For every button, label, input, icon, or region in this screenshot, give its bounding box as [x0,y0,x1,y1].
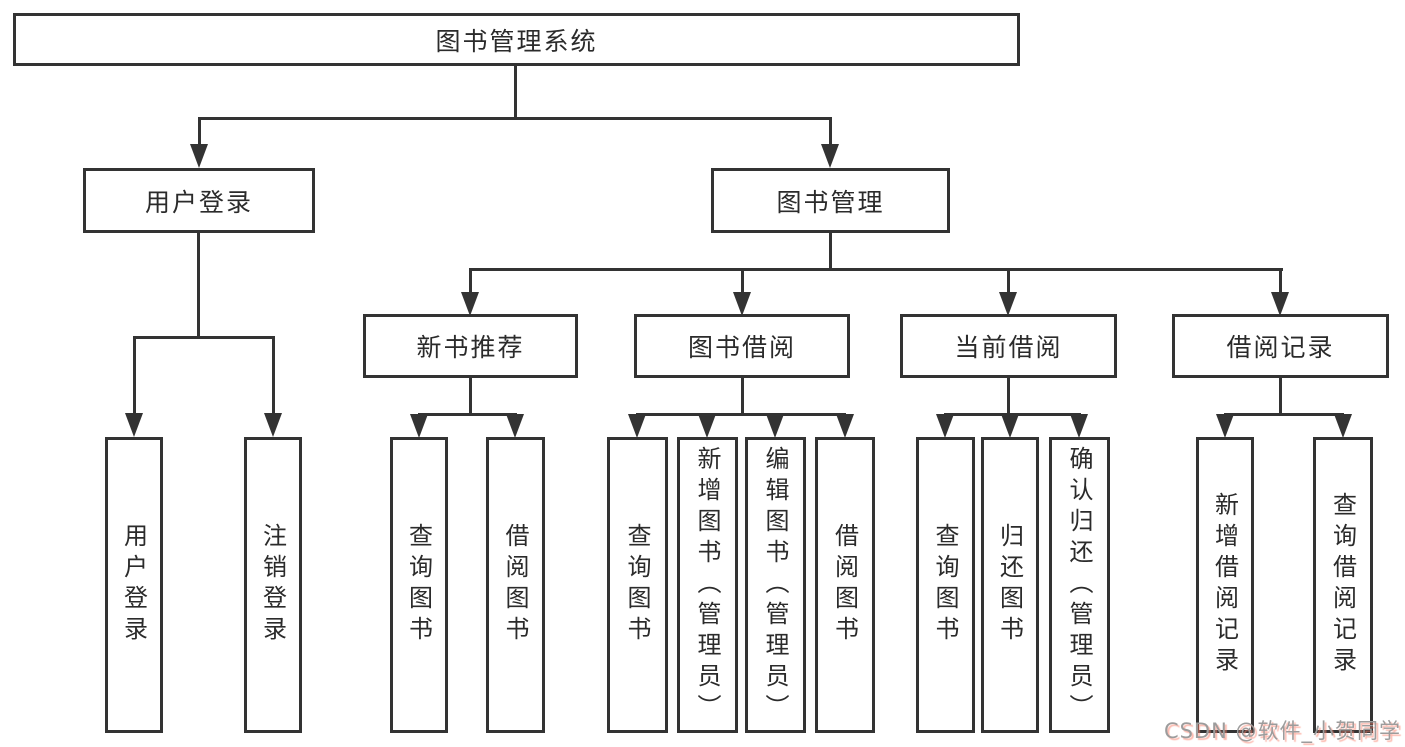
edge-current-drop [1007,376,1010,416]
leaf-bb-borrow-books: 借阅图书 [815,437,875,733]
node-borrow-records-label: 借阅记录 [1226,333,1335,362]
arrow-to-new-book [461,292,479,316]
node-current-borrow: 当前借阅 [900,314,1117,378]
leaf-nb-borrow-books-label: 借阅图书 [501,523,529,647]
leaf-rec-add-record-label: 新增借阅记录 [1210,492,1239,678]
arrow-bb-edit [766,414,784,438]
arrow-to-current [999,292,1017,316]
csdn-watermark: CSDN @软件_小贺同学 [1163,719,1401,743]
leaf-nb-borrow-books: 借阅图书 [486,437,545,733]
arrow-to-logout-leaf [264,413,282,437]
arrow-cb-confirm [1070,414,1088,438]
leaf-cb-query-books-label: 查询图书 [931,523,959,647]
leaf-bb-add-books-admin-label: 新增图书（管理员） [693,445,721,725]
edge-user-login-rail [133,336,275,339]
edge-records-drop [1279,376,1282,416]
edge-to-logout-leaf-stem [272,336,275,415]
leaf-cb-return-books: 归还图书 [981,437,1039,733]
leaf-bb-edit-books-admin: 编辑图书（管理员） [745,437,806,733]
node-borrow-records: 借阅记录 [1172,314,1389,378]
edge-book-borrow-rail [636,413,846,416]
arrow-rec-add [1216,414,1234,438]
leaf-bb-query-books: 查询图书 [607,437,668,733]
node-new-book-recommend-label: 新书推荐 [416,333,525,362]
node-book-management: 图书管理 [711,168,950,233]
node-book-management-label: 图书管理 [776,187,885,217]
leaf-rec-query-record-label: 查询借阅记录 [1328,492,1357,678]
leaf-bb-add-books-admin: 新增图书（管理员） [677,437,738,733]
edge-to-current-stem [1007,268,1010,294]
edge-to-login-leaf-stem [133,336,136,415]
edge-new-book-rail [418,413,517,416]
leaf-user-login-label: 用户登录 [119,523,148,647]
arrow-to-borrow [733,292,751,316]
arrow-to-login-leaf [125,413,143,437]
leaf-bb-query-books-label: 查询图书 [623,523,651,647]
node-book-borrow-label: 图书借阅 [687,333,796,362]
arrow-nb-query [410,414,428,438]
edge-level3-rail [469,268,1283,271]
leaf-nb-query-books-label: 查询图书 [404,523,433,647]
edge-book-borrow-drop [741,376,744,416]
arrow-nb-borrow [506,414,524,438]
edge-book-mgmt-drop [829,231,832,271]
edge-user-login-drop [197,231,200,339]
arrow-bb-add [698,414,716,438]
arrow-bb-borrow [836,414,854,438]
edge-to-user-login-stem [198,117,201,146]
node-root: 图书管理系统 [13,13,1020,66]
node-current-borrow-label: 当前借阅 [954,333,1063,362]
node-book-borrow: 图书借阅 [634,314,850,378]
arrow-cb-query [936,414,954,438]
node-root-label: 图书管理系统 [435,26,598,56]
leaf-cb-return-books-label: 归还图书 [995,523,1024,647]
leaf-nb-query-books: 查询图书 [390,437,448,733]
edge-to-records-stem [1279,268,1282,294]
leaf-bb-edit-books-admin-label: 编辑图书（管理员） [761,445,789,725]
node-user-login: 用户登录 [83,168,315,233]
edge-to-borrow-stem [741,268,744,294]
arrow-bb-query [628,414,646,438]
node-user-login-label: 用户登录 [144,187,253,217]
arrow-to-book-mgmt [821,144,839,168]
edge-to-book-mgmt-stem [829,117,832,146]
leaf-user-login: 用户登录 [105,437,163,733]
arrow-rec-query [1334,414,1352,438]
leaf-cb-query-books: 查询图书 [916,437,975,733]
leaf-logout-label: 注销登录 [258,523,287,647]
leaf-cb-confirm-return-admin-label: 确认归还（管理员） [1065,445,1093,725]
edge-records-rail [1224,413,1344,416]
leaf-logout: 注销登录 [244,437,302,733]
leaf-bb-borrow-books-label: 借阅图书 [830,523,859,647]
arrow-to-user-login [190,144,208,168]
edge-to-new-book-stem [469,268,472,294]
edge-new-book-drop [469,376,472,416]
arrow-cb-return [1001,414,1019,438]
leaf-rec-query-record: 查询借阅记录 [1313,437,1373,733]
edge-level2-rail [198,117,832,120]
leaf-cb-confirm-return-admin: 确认归还（管理员） [1049,437,1110,733]
edge-root-drop [514,64,517,120]
leaf-rec-add-record: 新增借阅记录 [1196,437,1254,733]
node-new-book-recommend: 新书推荐 [363,314,578,378]
arrow-to-records [1271,292,1289,316]
